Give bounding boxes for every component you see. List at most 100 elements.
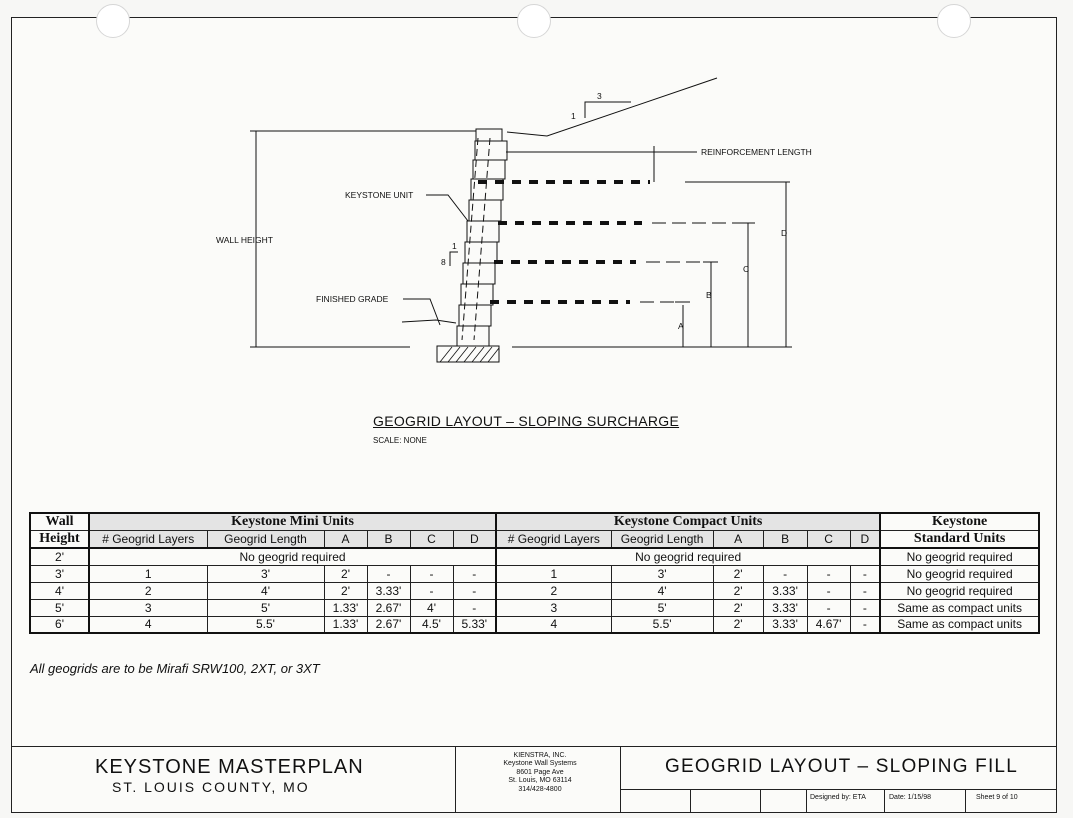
reinforcement-length-label: REINFORCEMENT LENGTH — [701, 147, 812, 157]
col-header: C — [409, 530, 454, 549]
drawing-title: GEOGRID LAYOUT – SLOPING SURCHARGE — [373, 413, 680, 429]
title-block-divider — [455, 746, 456, 813]
project-name: KEYSTONE MASTERPLAN — [95, 756, 364, 778]
table-cell: - — [366, 564, 411, 583]
table-cell: 2.67' — [366, 615, 411, 634]
company-line: Keystone Wall Systems — [503, 760, 577, 768]
standard-cell: Same as compact units — [879, 615, 1040, 634]
table-cell: 1.33' — [323, 598, 368, 617]
table-cell: - — [849, 564, 881, 583]
keystone-unit-leader — [426, 194, 469, 222]
table-cell: 3.33' — [762, 581, 808, 600]
company-line: 8601 Page Ave — [516, 768, 564, 776]
table-cell: 4 — [88, 615, 208, 634]
dim-c-label: C — [743, 264, 749, 274]
table-row: 3' 1 3' 2' - - - 1 3' 2' - - - No geogri… — [29, 564, 1040, 583]
table-cell: 5' — [610, 598, 714, 617]
table-cell: 3' — [206, 564, 325, 583]
standard-cell: No geogrid required — [879, 547, 1040, 566]
title-block-info-row — [620, 789, 1057, 813]
sheet-title: GEOGRID LAYOUT – SLOPING FILL — [665, 756, 1018, 777]
table-cell: - — [806, 564, 851, 583]
sheet-number: Sheet 9 of 10 — [976, 794, 1018, 801]
drawing-sheet — [11, 17, 1057, 813]
height-header: Height — [29, 530, 90, 549]
table-cell: - — [409, 564, 454, 583]
standard-units-header-2: Standard Units — [879, 530, 1040, 549]
standard-cell: Same as compact units — [879, 598, 1040, 617]
wall-height-cell: 4' — [29, 581, 90, 600]
title-block-divider — [620, 746, 621, 813]
finished-grade-leader — [403, 298, 441, 326]
col-header: D — [452, 530, 497, 549]
standard-cell: No geogrid required — [879, 564, 1040, 583]
slope-ratio-symbol — [584, 101, 631, 118]
table-cell: - — [806, 598, 851, 617]
batter-symbol — [449, 251, 458, 266]
table-cell: 2' — [712, 598, 764, 617]
table-cell: 2 — [495, 581, 612, 600]
no-geogrid-cell: No geogrid required — [495, 547, 881, 566]
table-cell: 3.33' — [366, 581, 411, 600]
project-location: ST. LOUIS COUNTY, MO — [112, 779, 310, 795]
table-cell: 2' — [712, 615, 764, 634]
info-cell-divider — [965, 789, 966, 813]
info-cell-divider — [806, 789, 807, 813]
info-cell-divider — [690, 789, 691, 813]
drawing-date: Date: 1/15/98 — [889, 794, 932, 801]
title-block-border — [11, 746, 1057, 747]
table-cell: 3.33' — [762, 615, 808, 634]
table-cell: 5.5' — [206, 615, 325, 634]
table-cell: 1 — [495, 564, 612, 583]
table-cell: 2.67' — [366, 598, 411, 617]
col-header: Geogrid Length — [610, 530, 714, 549]
table-cell: - — [452, 581, 497, 600]
punch-hole — [517, 4, 551, 38]
geogrid-note: All geogrids are to be Mirafi SRW100, 2X… — [30, 661, 320, 676]
company-line: KIENSTRA, INC. — [513, 752, 567, 759]
col-header: D — [849, 530, 881, 549]
table-cell: 2' — [712, 581, 764, 600]
wall-height-cell: 5' — [29, 598, 90, 617]
table-cell: - — [452, 598, 497, 617]
finished-grade-line — [401, 319, 457, 324]
table-row: 6' 4 5.5' 1.33' 2.67' 4.5' 5.33' 4 5.5' … — [29, 615, 1040, 634]
dim-d-label: D — [781, 228, 787, 238]
finished-grade-label: FINISHED GRADE — [316, 294, 389, 304]
table-cell: 3 — [495, 598, 612, 617]
col-header: C — [806, 530, 851, 549]
col-header: # Geogrid Layers — [495, 530, 612, 549]
table-row: 5' 3 5' 1.33' 2.67' 4' - 3 5' 2' 3.33' -… — [29, 598, 1040, 617]
table-cell: 4' — [409, 598, 454, 617]
table-cell: 1.33' — [323, 615, 368, 634]
wall-header: Wall — [29, 512, 90, 531]
block-core-line — [461, 137, 479, 341]
company-info: KIENSTRA, INC. Keystone Wall Systems 860… — [460, 752, 620, 794]
table-cell: 2' — [323, 581, 368, 600]
geogrid-table: Wall Keystone Mini Units Keystone Compac… — [29, 512, 1041, 634]
col-header: # Geogrid Layers — [88, 530, 208, 549]
table-cell: 2' — [323, 564, 368, 583]
block-core-line — [473, 137, 491, 341]
table-cell: - — [452, 564, 497, 583]
table-cell: - — [409, 581, 454, 600]
punch-hole — [96, 4, 130, 38]
table-cell: 4.67' — [806, 615, 851, 634]
dim-a-label: A — [678, 321, 684, 331]
punch-hole — [937, 4, 971, 38]
company-line: 314/428-4800 — [518, 785, 562, 793]
table-cell: 2' — [712, 564, 764, 583]
table-cell: - — [849, 598, 881, 617]
info-cell-divider — [760, 789, 761, 813]
sloping-surcharge-line — [506, 77, 718, 137]
col-header: A — [323, 530, 368, 549]
table-row: 2' No geogrid required No geogrid requir… — [29, 547, 1040, 566]
table-row: 4' 2 4' 2' 3.33' - - 2 4' 2' 3.33' - - N… — [29, 581, 1040, 600]
table-cell: 4 — [495, 615, 612, 634]
table-cell: 3.33' — [762, 598, 808, 617]
table-cell: 4' — [610, 581, 714, 600]
table-cell: 5.5' — [610, 615, 714, 634]
table-cell: - — [806, 581, 851, 600]
no-geogrid-cell: No geogrid required — [87, 547, 497, 566]
